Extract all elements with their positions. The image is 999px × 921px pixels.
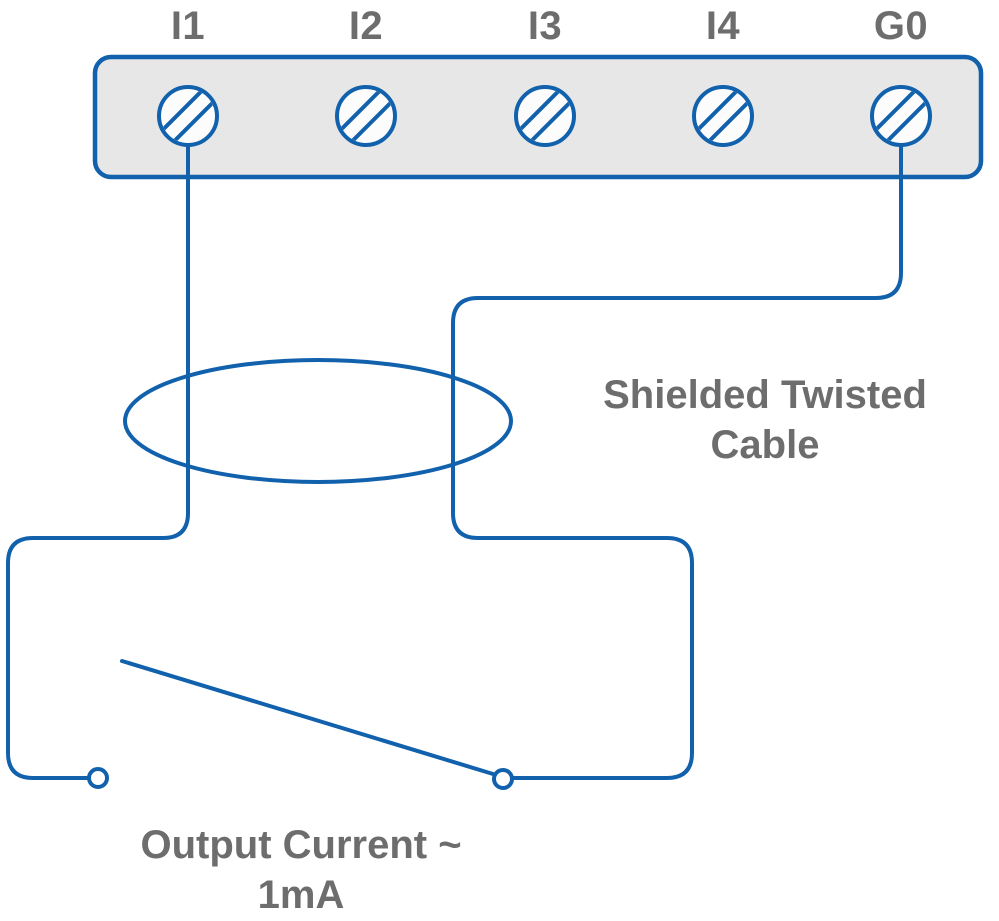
output-current-label: Output Current ~ 1mA xyxy=(81,820,521,920)
terminal-circle xyxy=(335,85,397,147)
terminal-label-i2: I2 xyxy=(348,4,384,48)
switch-lever xyxy=(120,659,495,776)
output-current-label-line2: 1mA xyxy=(257,873,345,917)
cable-label-line1: Shielded Twisted xyxy=(603,373,927,417)
terminal-circle xyxy=(870,85,932,147)
terminal-circle xyxy=(514,85,576,147)
wire-i1-to-switch xyxy=(6,143,190,780)
screw-terminal-i2-icon xyxy=(335,85,397,147)
output-current-label-line1: Output Current ~ xyxy=(140,823,462,867)
screw-terminal-g0-icon xyxy=(870,85,932,147)
screw-terminal-i4-icon xyxy=(692,85,754,147)
screw-terminal-i1-icon xyxy=(157,85,219,147)
cable-shield-ellipse xyxy=(123,358,513,484)
switch-contact-left xyxy=(87,767,109,789)
cable-label-line2: Cable xyxy=(710,423,820,467)
terminal-label-i1: I1 xyxy=(170,4,206,48)
screw-terminal-i3-icon xyxy=(514,85,576,147)
terminal-label-i3: I3 xyxy=(527,4,563,48)
terminal-label-i4: I4 xyxy=(705,4,741,48)
terminal-label-g0: G0 xyxy=(873,4,929,48)
cable-label: Shielded Twisted Cable xyxy=(545,370,985,470)
switch-contact-right xyxy=(492,768,514,790)
terminal-circle xyxy=(157,85,219,147)
terminal-circle xyxy=(692,85,754,147)
wire-g0-to-switch xyxy=(451,143,903,780)
